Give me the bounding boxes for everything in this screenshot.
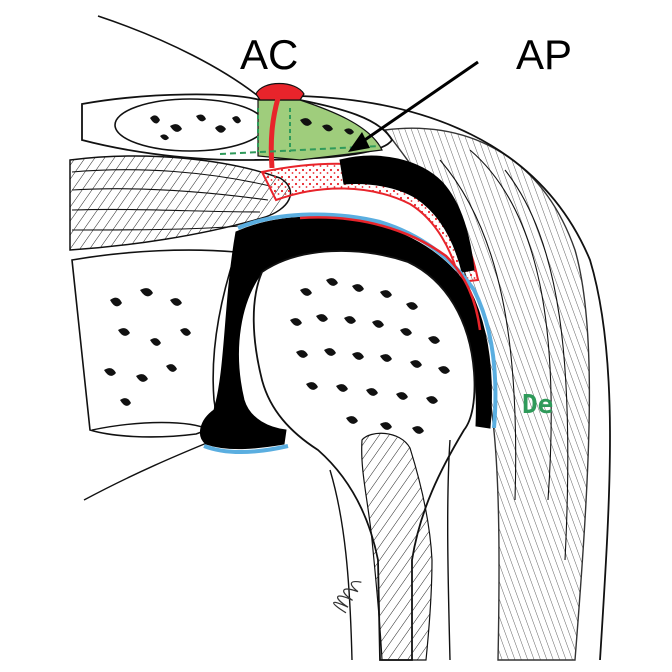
label-de: De — [522, 390, 554, 420]
label-ap: AP — [516, 31, 573, 78]
skin-contour-top — [97, 15, 259, 97]
humeral-shaft-inner — [329, 439, 451, 661]
subacromial-bursa-black — [339, 155, 475, 273]
supraspinatus-fibres — [71, 169, 271, 231]
artist-signature — [333, 581, 362, 614]
scapula-trabeculae — [104, 288, 191, 406]
supraspinatus-muscle — [69, 155, 292, 251]
skin-contour-outer — [299, 95, 611, 661]
ac-joint-red-line — [268, 97, 281, 169]
ac-joint-dash-v — [257, 108, 291, 152]
ap-pointer-arrowhead — [348, 132, 370, 152]
clavicle-trabeculae — [150, 114, 241, 141]
deltoid-fibre-lines — [439, 149, 569, 561]
ap-pointer-line — [355, 60, 479, 148]
label-ac: AC — [240, 31, 299, 78]
capsule-red-line — [299, 216, 482, 331]
ac-joint-red-cap — [255, 83, 305, 101]
acromion-trabeculae — [300, 118, 354, 135]
medullary-canal — [361, 432, 433, 661]
clavicle-end — [114, 98, 266, 152]
humeral-head-trabeculae — [290, 278, 450, 434]
